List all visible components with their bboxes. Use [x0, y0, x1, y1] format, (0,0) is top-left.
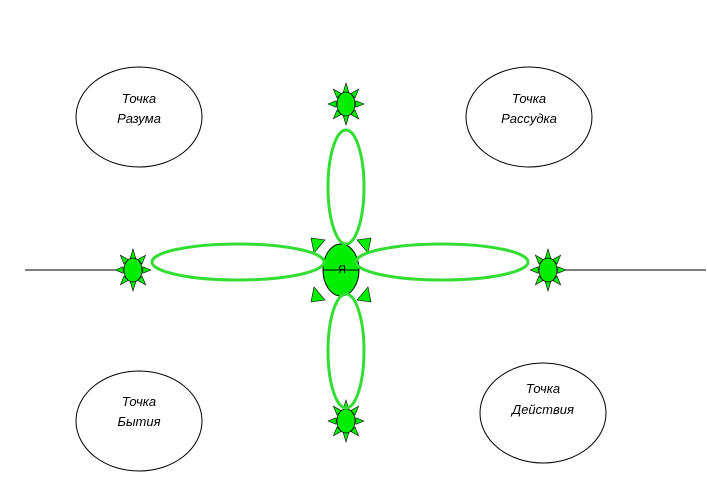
sun-ray: [327, 417, 337, 425]
petal-top: [326, 128, 366, 246]
center-ray: [356, 237, 372, 254]
point-deystviya-line1: Точка: [526, 381, 560, 396]
center-ray: [356, 286, 372, 303]
point-razuma-line2: Разума: [117, 111, 161, 126]
point-rassudka-ellipse: [465, 66, 593, 168]
sun-ray: [142, 266, 152, 274]
point-rassudka: Точка Рассудка: [465, 66, 593, 168]
point-deystviya: Точка Действия: [479, 362, 607, 464]
sun-body: [336, 408, 356, 434]
point-deystviya-ellipse: [479, 362, 607, 464]
sun-ray: [557, 266, 567, 274]
point-bytiya-line1: Точка: [122, 394, 156, 409]
sun-top-icon: [327, 81, 365, 127]
sun-ray: [114, 266, 124, 274]
petal-bottom: [326, 292, 366, 410]
sun-right-icon: [529, 247, 567, 293]
point-bytiya-ellipse: [75, 370, 203, 472]
center-ray: [310, 237, 326, 254]
sun-body: [538, 257, 558, 283]
sun-left-icon: [114, 247, 152, 293]
sun-body: [336, 91, 356, 117]
sun-ray: [355, 417, 365, 425]
point-razuma: Точка Разума: [75, 66, 203, 168]
sun-ray: [129, 281, 137, 293]
sun-ray: [529, 266, 539, 274]
sun-ray: [129, 247, 137, 259]
sun-ray: [544, 247, 552, 259]
petal-right: [354, 242, 530, 282]
point-bytiya-line2: Бытия: [117, 414, 160, 429]
sun-ray: [342, 115, 350, 127]
sun-bottom-icon: [327, 398, 365, 444]
sun-ray: [342, 81, 350, 93]
point-rassudka-line1: Точка: [512, 91, 546, 106]
center-label: Я: [338, 264, 346, 276]
point-razuma-ellipse: [75, 66, 203, 168]
sun-ray: [327, 100, 337, 108]
center-ray: [310, 286, 326, 303]
sun-ray: [355, 100, 365, 108]
point-bytiya: Точка Бытия: [75, 370, 203, 472]
sun-body: [123, 257, 143, 283]
point-rassudka-line2: Рассудка: [501, 111, 557, 126]
point-razuma-line1: Точка: [122, 91, 156, 106]
sun-ray: [342, 432, 350, 444]
center-rays: [310, 237, 372, 303]
petal-left: [150, 242, 326, 282]
point-deystviya-line2: Действия: [510, 402, 574, 417]
sun-ray: [544, 281, 552, 293]
